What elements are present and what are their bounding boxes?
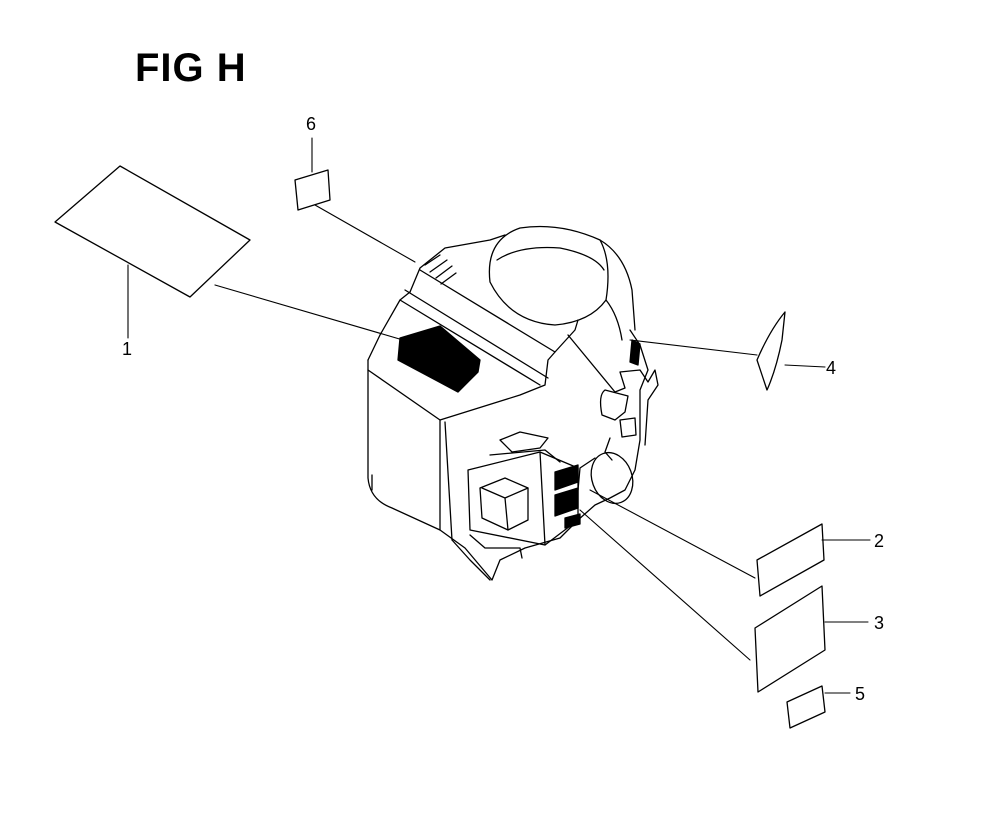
- part-1-decal: [54, 165, 251, 298]
- part-4-decal: [756, 311, 786, 391]
- part-3-decal: [754, 585, 826, 693]
- part-2-decal: [756, 523, 825, 597]
- callout-1: 1: [122, 339, 132, 359]
- callout-4: 4: [826, 358, 836, 378]
- callout-5: 5: [855, 684, 865, 704]
- leader-lines: [127, 137, 871, 694]
- part-6-decal: [294, 169, 331, 211]
- engine-body: [367, 225, 659, 581]
- figure-title: FIG H: [135, 46, 247, 90]
- decal-patches: [397, 325, 581, 529]
- callout-6: 6: [306, 114, 316, 134]
- callout-3: 3: [874, 613, 884, 633]
- part-5-decal: [786, 685, 826, 729]
- callout-2: 2: [874, 531, 884, 551]
